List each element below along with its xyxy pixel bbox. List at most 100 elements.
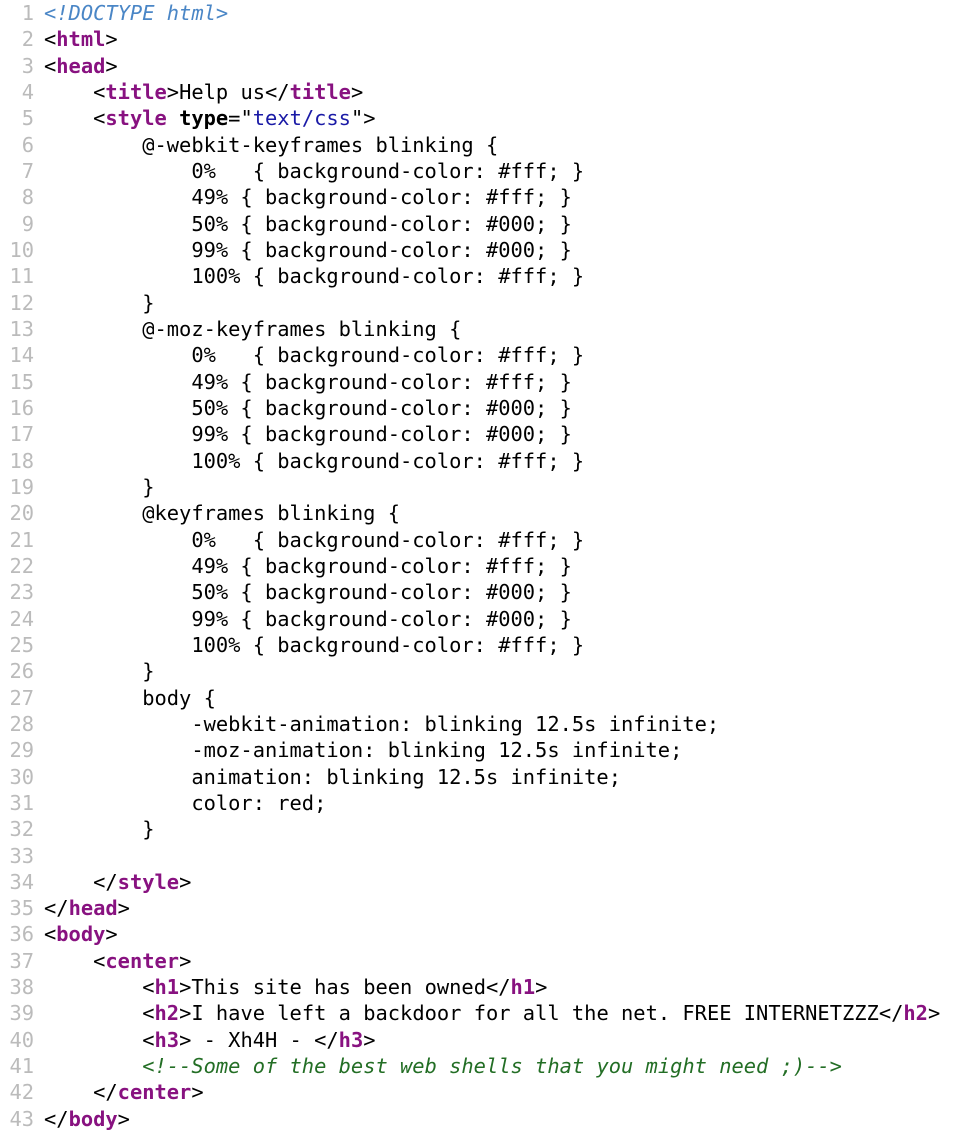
line-number: 5 bbox=[21, 106, 34, 131]
tag-bracket: > bbox=[535, 975, 548, 1000]
code-text: } bbox=[44, 659, 155, 684]
line-source: body { bbox=[44, 685, 216, 711]
line-number: 11 bbox=[9, 264, 34, 289]
tag-bracket: < bbox=[44, 27, 57, 52]
line-source: <!DOCTYPE html> bbox=[44, 0, 228, 26]
code-text: Help us bbox=[179, 79, 265, 104]
code-text bbox=[44, 1054, 142, 1078]
tag-bracket: > bbox=[117, 1106, 130, 1131]
line-number: 21 bbox=[9, 527, 34, 552]
code-line: 24 99% { background-color: #000; } bbox=[0, 606, 940, 632]
code-line: 12 } bbox=[0, 290, 940, 316]
code-text: 49% { background-color: #fff; } bbox=[44, 553, 572, 578]
tag-bracket: > bbox=[179, 948, 192, 973]
line-number: 29 bbox=[9, 738, 34, 763]
code-line: 29 -moz-animation: blinking 12.5s infini… bbox=[0, 737, 940, 763]
line-source: </head> bbox=[44, 895, 130, 921]
code-text bbox=[44, 975, 142, 999]
line-number: 12 bbox=[9, 290, 34, 315]
code-line: 2 <html> bbox=[0, 26, 940, 52]
line-source: 100% { background-color: #fff; } bbox=[44, 263, 584, 289]
line-source: @-webkit-keyframes blinking { bbox=[44, 132, 498, 158]
line-number: 41 bbox=[9, 1054, 34, 1079]
code-text: 49% { background-color: #fff; } bbox=[44, 369, 572, 394]
line-number: 31 bbox=[9, 790, 34, 815]
code-line: 10 99% { background-color: #000; } bbox=[0, 237, 940, 263]
code-line: 17 99% { background-color: #000; } bbox=[0, 421, 940, 447]
code-line: 41 <!--Some of the best web shells that … bbox=[0, 1053, 940, 1079]
line-number: 8 bbox=[21, 185, 34, 210]
code-line: 7 0% { background-color: #fff; } bbox=[0, 158, 940, 184]
code-line: 37 <center> bbox=[0, 948, 940, 974]
line-number: 37 bbox=[9, 948, 34, 973]
tag-name: title bbox=[289, 79, 351, 104]
attribute-name: type bbox=[179, 106, 229, 131]
code-line: 25 100% { background-color: #fff; } bbox=[0, 632, 940, 658]
line-number: 32 bbox=[9, 817, 34, 842]
tag-name: style bbox=[105, 106, 167, 131]
tag-bracket: </ bbox=[93, 869, 118, 894]
code-text: } bbox=[44, 817, 155, 842]
code-text: @-webkit-keyframes blinking { bbox=[44, 132, 499, 157]
attribute-value: text/css bbox=[252, 106, 351, 131]
tag-name: style bbox=[117, 869, 180, 894]
code-line: 22 49% { background-color: #fff; } bbox=[0, 553, 940, 579]
code-line: 13 @-moz-keyframes blinking { bbox=[0, 316, 940, 342]
code-text bbox=[44, 1001, 142, 1025]
tag-name: head bbox=[56, 53, 106, 78]
code-line: 16 50% { background-color: #000; } bbox=[0, 395, 940, 421]
code-text: -webkit-animation: blinking 12.5s infini… bbox=[44, 711, 720, 736]
code-text: - Xh4H - bbox=[191, 1027, 315, 1052]
line-number: 2 bbox=[21, 27, 34, 52]
code-line: 21 0% { background-color: #fff; } bbox=[0, 527, 940, 553]
code-line: 11 100% { background-color: #fff; } bbox=[0, 263, 940, 289]
line-source: -webkit-animation: blinking 12.5s infini… bbox=[44, 711, 719, 737]
code-line: 26 } bbox=[0, 658, 940, 684]
tag-bracket: </ bbox=[93, 1080, 118, 1105]
code-text: @-moz-keyframes blinking { bbox=[44, 316, 462, 341]
tag-name: h1 bbox=[510, 975, 536, 1000]
code-line: 18 100% { background-color: #fff; } bbox=[0, 448, 940, 474]
line-number: 39 bbox=[9, 1001, 34, 1026]
line-number: 19 bbox=[9, 474, 34, 499]
code-line: 3<head> bbox=[0, 53, 940, 79]
tag-name: html bbox=[56, 27, 106, 52]
code-text bbox=[44, 1028, 142, 1052]
line-number: 23 bbox=[9, 580, 34, 605]
code-line: 42 </center> bbox=[0, 1079, 940, 1105]
code-text: "> bbox=[350, 106, 376, 131]
line-number: 43 bbox=[9, 1106, 34, 1131]
tag-bracket: > bbox=[927, 1001, 941, 1026]
tag-bracket: </ bbox=[314, 1027, 339, 1052]
line-number: 15 bbox=[9, 369, 34, 394]
tag-bracket: < bbox=[142, 1027, 155, 1052]
line-source: <head> bbox=[44, 53, 118, 79]
code-text bbox=[44, 949, 93, 973]
line-number: 26 bbox=[9, 659, 34, 684]
tag-bracket: < bbox=[44, 922, 57, 947]
line-number: 17 bbox=[9, 422, 34, 447]
code-text bbox=[44, 106, 93, 130]
doctype: <!DOCTYPE html> bbox=[44, 1, 229, 25]
line-number: 36 bbox=[9, 922, 34, 947]
line-number: 16 bbox=[9, 395, 34, 420]
code-line: 4 <title>Help us</title> bbox=[0, 79, 940, 105]
code-line: 14 0% { background-color: #fff; } bbox=[0, 342, 940, 368]
line-source: <h1>This site has been owned</h1> bbox=[44, 974, 547, 1000]
line-source: 49% { background-color: #fff; } bbox=[44, 184, 572, 210]
line-number: 35 bbox=[9, 896, 34, 921]
code-text: 100% { background-color: #fff; } bbox=[44, 632, 585, 657]
code-text bbox=[44, 1080, 93, 1104]
line-number: 30 bbox=[9, 764, 34, 789]
code-text: 50% { background-color: #000; } bbox=[44, 211, 572, 236]
tag-bracket: > bbox=[179, 975, 192, 1000]
tag-bracket: > bbox=[179, 869, 192, 894]
line-source: animation: blinking 12.5s infinite; bbox=[44, 764, 621, 790]
code-text: 100% { background-color: #fff; } bbox=[44, 448, 585, 473]
tag-bracket: > bbox=[105, 27, 118, 52]
tag-bracket: > bbox=[191, 1080, 204, 1105]
code-text: 50% { background-color: #000; } bbox=[44, 395, 572, 420]
code-line: 6 @-webkit-keyframes blinking { bbox=[0, 132, 940, 158]
line-number: 42 bbox=[9, 1080, 34, 1105]
line-source: 99% { background-color: #000; } bbox=[44, 237, 572, 263]
